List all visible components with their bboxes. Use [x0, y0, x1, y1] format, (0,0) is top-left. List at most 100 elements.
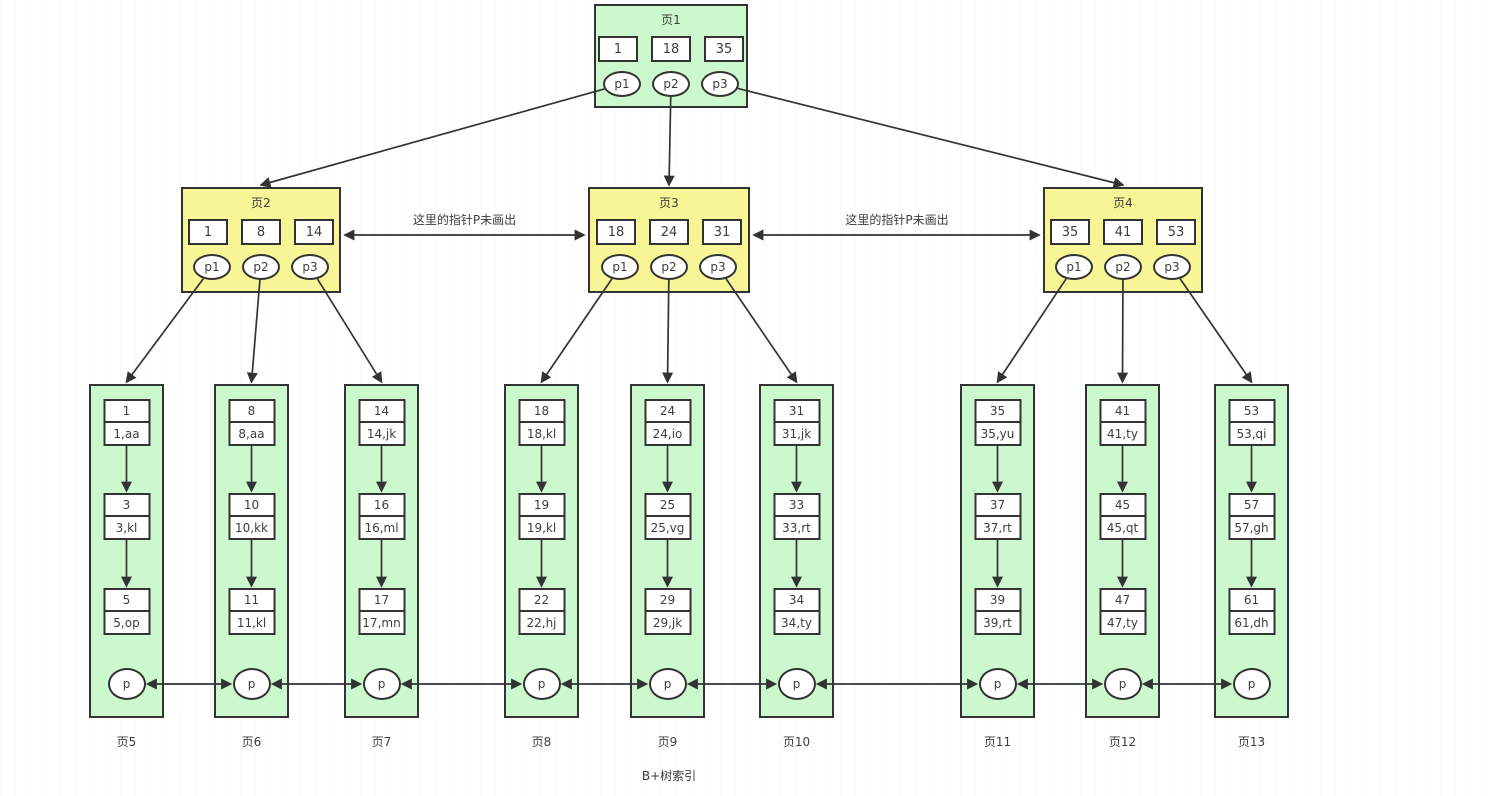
key-box: 31	[702, 219, 742, 245]
page-node-internal: 页4 35 41 53 p1 p2 p3	[1043, 187, 1203, 293]
record-row: 34,ty	[773, 610, 820, 635]
record-row: 61,dh	[1228, 610, 1275, 635]
key-box: 24	[649, 219, 689, 245]
record-key: 29	[644, 588, 691, 612]
pointer-ellipse-p3: p3	[1153, 254, 1191, 280]
leaf-page-label: 页9	[657, 735, 678, 749]
key-box: 18	[596, 219, 636, 245]
key-box: 18	[651, 36, 691, 62]
record-row: 35,yu	[974, 421, 1021, 446]
leaf-record: 8 8,aa	[228, 399, 275, 446]
leaf-record: 5 5,op	[103, 588, 150, 635]
pointer-row: p1 p2 p3	[1055, 254, 1191, 280]
leaf-pointer: p	[107, 668, 146, 700]
record-row: 8,aa	[228, 421, 275, 446]
record-row: 17,mn	[358, 610, 405, 635]
record-key: 39	[974, 588, 1021, 612]
leaf-record: 18 18,kl	[518, 399, 565, 446]
leaf-page: 8 8,aa 10 10,kk 11 11,kl p	[214, 384, 289, 718]
record-key: 1	[103, 399, 150, 423]
key-row: 35 41 53	[1050, 219, 1196, 245]
pointer-row: p1 p2 p3	[603, 71, 739, 97]
page-title: 页2	[251, 196, 271, 210]
record-row: 37,rt	[974, 515, 1021, 540]
leaf-record: 34 34,ty	[773, 588, 820, 635]
pointer-ellipse-p1: p1	[193, 254, 231, 280]
key-box: 1	[598, 36, 638, 62]
leaf-record: 45 45,qt	[1099, 493, 1146, 540]
record-row: 57,gh	[1228, 515, 1275, 540]
key-box: 14	[294, 219, 334, 245]
leaf-record: 19 19,kl	[518, 493, 565, 540]
pointer-ellipse-p3: p3	[291, 254, 329, 280]
leaf-record: 35 35,yu	[974, 399, 1021, 446]
record-row: 41,ty	[1099, 421, 1146, 446]
record-key: 3	[103, 493, 150, 517]
key-row: 18 24 31	[596, 219, 742, 245]
record-row: 25,vg	[644, 515, 691, 540]
record-key: 11	[228, 588, 275, 612]
record-key: 53	[1228, 399, 1275, 423]
record-key: 18	[518, 399, 565, 423]
leaf-page-label: 页7	[371, 735, 392, 749]
pointer-ellipse-p1: p1	[601, 254, 639, 280]
leaf-record: 61 61,dh	[1228, 588, 1275, 635]
pointer-row: p1 p2 p3	[193, 254, 329, 280]
record-row: 14,jk	[358, 421, 405, 446]
record-key: 10	[228, 493, 275, 517]
pointer-row: p1 p2 p3	[601, 254, 737, 280]
record-row: 16,ml	[358, 515, 405, 540]
record-row: 22,hj	[518, 610, 565, 635]
leaf-record: 11 11,kl	[228, 588, 275, 635]
leaf-page: 1 1,aa 3 3,kl 5 5,op p	[89, 384, 164, 718]
record-key: 25	[644, 493, 691, 517]
link-note-right: 这里的指针P未画出	[845, 213, 949, 227]
record-key: 35	[974, 399, 1021, 423]
record-row: 11,kl	[228, 610, 275, 635]
leaf-record: 16 16,ml	[358, 493, 405, 540]
leaf-pointer: p	[777, 668, 816, 700]
leaf-record: 31 31,jk	[773, 399, 820, 446]
pointer-ellipse-p3: p3	[701, 71, 739, 97]
record-key: 8	[228, 399, 275, 423]
key-box: 35	[1050, 219, 1090, 245]
record-key: 19	[518, 493, 565, 517]
leaf-page-label: 页6	[241, 735, 262, 749]
pointer-ellipse-p2: p2	[650, 254, 688, 280]
record-row: 10,kk	[228, 515, 275, 540]
key-box: 41	[1103, 219, 1143, 245]
key-box: 53	[1156, 219, 1196, 245]
record-row: 24,io	[644, 421, 691, 446]
leaf-page-label: 页11	[983, 735, 1012, 749]
leaf-record: 47 47,ty	[1099, 588, 1146, 635]
page-node-internal: 页2 1 8 14 p1 p2 p3	[181, 187, 341, 293]
leaf-page: 31 31,jk 33 33,rt 34 34,ty p	[759, 384, 834, 718]
leaf-page-label: 页13	[1237, 735, 1266, 749]
record-key: 34	[773, 588, 820, 612]
leaf-page-label: 页12	[1108, 735, 1137, 749]
record-key: 37	[974, 493, 1021, 517]
leaf-record: 24 24,io	[644, 399, 691, 446]
record-row: 33,rt	[773, 515, 820, 540]
leaf-record: 37 37,rt	[974, 493, 1021, 540]
leaf-record: 41 41,ty	[1099, 399, 1146, 446]
pointer-ellipse-p1: p1	[1055, 254, 1093, 280]
leaf-record: 33 33,rt	[773, 493, 820, 540]
page-title: 页1	[661, 13, 681, 27]
leaf-page: 53 53,qi 57 57,gh 61 61,dh p	[1214, 384, 1289, 718]
pointer-ellipse-p2: p2	[652, 71, 690, 97]
leaf-page-label: 页5	[116, 735, 137, 749]
pointer-ellipse-p2: p2	[242, 254, 280, 280]
leaf-record: 17 17,mn	[358, 588, 405, 635]
leaf-pointer: p	[232, 668, 271, 700]
leaf-pointer: p	[1232, 668, 1271, 700]
record-key: 33	[773, 493, 820, 517]
record-key: 57	[1228, 493, 1275, 517]
leaf-page: 14 14,jk 16 16,ml 17 17,mn p	[344, 384, 419, 718]
key-box: 1	[188, 219, 228, 245]
key-box: 35	[704, 36, 744, 62]
leaf-page: 35 35,yu 37 37,rt 39 39,rt p	[960, 384, 1035, 718]
record-key: 41	[1099, 399, 1146, 423]
leaf-record: 39 39,rt	[974, 588, 1021, 635]
leaf-pointer: p	[1103, 668, 1142, 700]
